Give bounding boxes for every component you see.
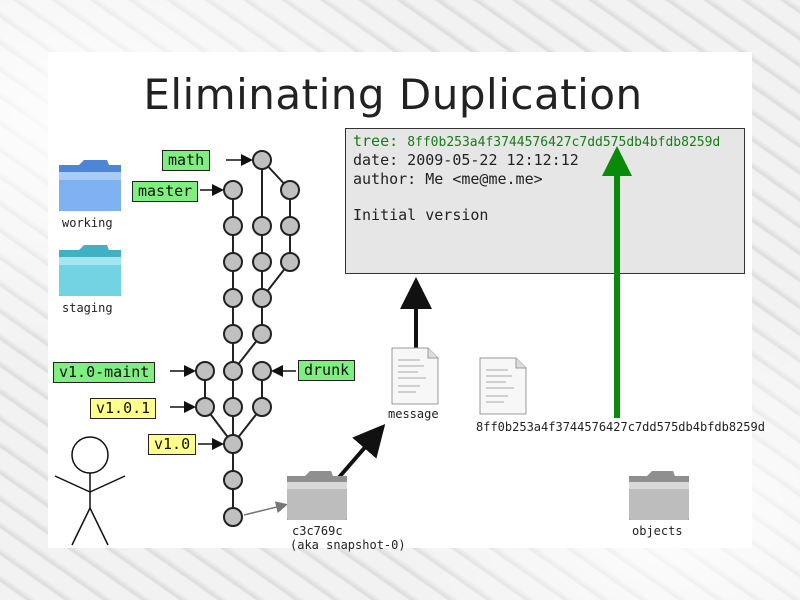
- blob-hash-label: 8ff0b253a4f3744576427c7dd575db4bfdb8259d: [476, 420, 765, 434]
- commit-node: [223, 470, 243, 490]
- staging-label: staging: [62, 301, 113, 315]
- document-icon[interactable]: [390, 346, 440, 406]
- commit-node: [252, 361, 272, 381]
- folder-icon[interactable]: [57, 242, 123, 298]
- commit-node: [223, 216, 243, 236]
- commit-node: [280, 180, 300, 200]
- commit-author-line: author: Me <me@me.me>: [353, 170, 543, 188]
- document-icon[interactable]: [478, 356, 528, 416]
- commit-node: [195, 361, 215, 381]
- commit-node: [223, 180, 243, 200]
- commit-node: [223, 361, 243, 381]
- stick-figure-icon: [54, 436, 126, 546]
- working-label: working: [62, 216, 113, 230]
- tag-v1-0-1[interactable]: v1.0.1: [90, 398, 157, 419]
- snapshot-id-label: c3c769c: [292, 524, 343, 538]
- ref-v1-0-maint[interactable]: v1.0-maint: [53, 362, 156, 383]
- snapshot-aka-label: (aka snapshot-0): [290, 538, 406, 552]
- ref-arrows: [170, 154, 296, 450]
- commit-node: [252, 397, 272, 417]
- commit-node: [252, 150, 272, 170]
- commit-node: [223, 507, 243, 527]
- commit-node: [223, 252, 243, 272]
- tag-v1-0[interactable]: v1.0: [148, 434, 197, 455]
- commit-node: [252, 324, 272, 344]
- ref-drunk[interactable]: drunk: [298, 360, 356, 381]
- folder-icon[interactable]: [627, 468, 691, 522]
- commit-message-line: Initial version: [353, 206, 489, 224]
- commit-node: [280, 252, 300, 272]
- commit-node: [252, 216, 272, 236]
- ref-master[interactable]: master: [132, 181, 199, 202]
- commit-node: [252, 288, 272, 308]
- message-label: message: [388, 407, 439, 421]
- commit-node: [223, 397, 243, 417]
- graph-edges: [204, 159, 291, 517]
- graph-nodes: [195, 150, 300, 527]
- commit-date-line: date: 2009-05-22 12:12:12: [353, 151, 579, 169]
- commit-tree-line: tree: 8ff0b253a4f3744576427c7dd575db4bfd…: [353, 132, 720, 150]
- slide-title: Eliminating Duplication: [143, 70, 643, 119]
- commit-node: [223, 434, 243, 454]
- folder-icon[interactable]: [285, 468, 349, 522]
- commit-node: [195, 397, 215, 417]
- commit-node: [223, 324, 243, 344]
- commit-node: [252, 252, 272, 272]
- tree-key: tree:: [353, 132, 399, 150]
- tree-hash: 8ff0b253a4f3744576427c7dd575db4bfdb8259d: [407, 135, 721, 150]
- folder-icon[interactable]: [57, 157, 123, 213]
- commit-object-box: tree: 8ff0b253a4f3744576427c7dd575db4bfd…: [345, 128, 745, 274]
- commit-node: [223, 288, 243, 308]
- ref-math[interactable]: math: [162, 150, 211, 171]
- objects-label: objects: [632, 524, 683, 538]
- snapshot-pointer-arrow: [243, 501, 288, 516]
- commit-node: [280, 216, 300, 236]
